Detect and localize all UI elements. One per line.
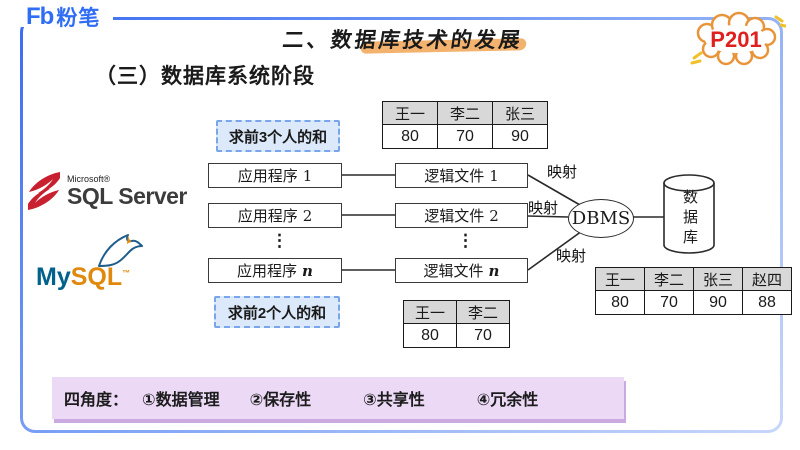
lesson-title: 二、数据库技术的发展 (281, 24, 525, 54)
cell: 李二 (437, 101, 493, 125)
banner-item-1: ①数据管理 (142, 392, 220, 409)
mapping-label-2: 映射 (528, 199, 559, 217)
fenbi-logo-name: 粉笔 (56, 7, 101, 30)
cell: 王一 (595, 267, 645, 291)
file-box-2-label: 逻辑文件 (424, 207, 485, 225)
cell: 70 (644, 290, 694, 315)
banner-prefix: 四角度： (64, 392, 129, 409)
file-box-1-label: 逻辑文件 (424, 167, 485, 185)
sqlserver-label: SQL Server (67, 182, 187, 209)
note-sum-first-3: 求前3个人的和 (216, 120, 340, 152)
summary-banner: 四角度： ①数据管理 ②保存性 ③共享性 ④冗余性 (52, 377, 624, 419)
cell: 王一 (403, 300, 457, 324)
app-box-1-label: 应用程序 (237, 167, 298, 185)
mysql-dolphin-icon (98, 234, 143, 267)
dbms-node: DBMS (568, 199, 634, 238)
app-box-2-num: 2 (302, 206, 313, 225)
cell: 张三 (492, 101, 548, 125)
cell: 80 (403, 323, 457, 348)
app-box-2-label: 应用程序 (237, 207, 298, 225)
ellipsis-files: ⋮ (457, 231, 474, 251)
logo-background-mask (21, 13, 113, 27)
file-box-n-num: n (488, 261, 500, 280)
banner-item-3: ③共享性 (363, 392, 425, 409)
banner-item-4: ④冗余性 (476, 392, 539, 409)
scores-table-top: 王一 李二 张三 80 70 90 (382, 101, 548, 149)
database-cylinder-icon (662, 173, 716, 257)
cloud-badge-icon: P201 (690, 11, 786, 66)
cell: 赵四 (742, 267, 792, 291)
cell: 李二 (456, 300, 510, 324)
note-sum-first-2: 求前2个人的和 (214, 296, 340, 328)
mysql-tm: ™ (122, 268, 131, 278)
sqlserver-wings-icon (28, 172, 60, 210)
cell: 70 (456, 323, 510, 348)
cell: 80 (595, 290, 645, 315)
mysql-wordmark: MySQL™ (36, 263, 130, 292)
app-box-n-label: 应用程序 (237, 262, 298, 280)
section-title: （三）数据库系统阶段 (95, 65, 315, 88)
mapping-label-3: 映射 (556, 247, 587, 265)
mapping-label-1: 映射 (547, 163, 578, 181)
lesson-title-prefix: 二、 (281, 27, 333, 52)
database-label: 数据库 (681, 189, 699, 249)
cell: 王一 (382, 101, 438, 125)
cell: 80 (382, 124, 438, 149)
mysql-logo: MySQL™ (34, 233, 164, 295)
cell: 88 (742, 290, 792, 315)
fenbi-logo: Fb 粉笔 (26, 2, 100, 32)
cell: 张三 (693, 267, 743, 291)
cell: 90 (492, 124, 548, 149)
fenbi-logo-icon: Fb (26, 3, 54, 30)
banner-item-2: ②保存性 (249, 392, 312, 409)
ellipsis-apps: ⋮ (271, 231, 288, 251)
cell: 李二 (644, 267, 694, 291)
sparkle-icon (690, 15, 786, 65)
app-box-n-num: n (302, 261, 313, 280)
file-box-1-num: 1 (489, 166, 499, 185)
file-box-n-label: 逻辑文件 (423, 262, 484, 280)
app-box-1-num: 1 (302, 166, 313, 185)
mysql-my: My (36, 263, 71, 291)
file-box-2-num: 2 (489, 206, 499, 225)
scores-table-middle: 王一 李二 80 70 (403, 300, 510, 348)
page-badge-text: P201 (710, 27, 761, 52)
microsoft-label: Microsoft® (67, 173, 111, 184)
cell: 70 (437, 124, 493, 149)
scores-table-right: 王一 李二 张三 赵四 80 70 90 88 (595, 267, 792, 315)
cell: 90 (693, 290, 743, 315)
sqlserver-logo: Microsoft® SQL Server (25, 169, 187, 213)
mysql-sql: SQL (70, 263, 123, 291)
page-badge: P201 (686, 11, 786, 67)
lesson-title-highlighted: 数据库技术的发展 (329, 24, 525, 54)
